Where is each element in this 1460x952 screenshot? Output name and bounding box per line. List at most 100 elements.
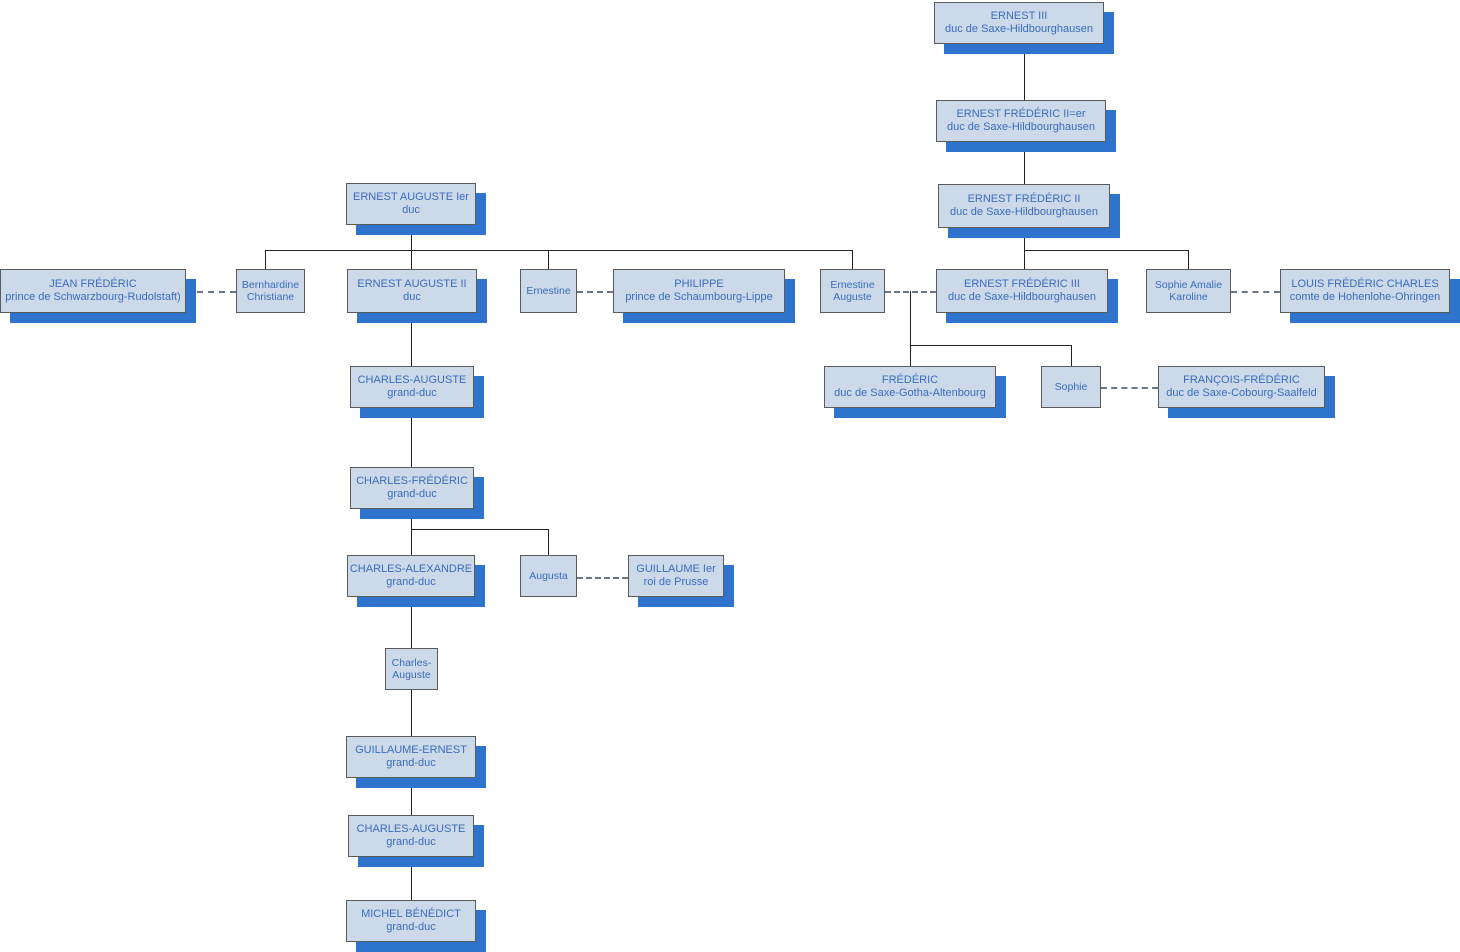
node-sophie[interactable]: Sophie (1041, 366, 1101, 408)
connector-guillaumeernest-to-charlesauguste2 (411, 778, 412, 815)
node-title: FRÉDÉRIC (881, 374, 939, 387)
node-title: ERNEST FRÉDÉRIC II (967, 193, 1081, 206)
node-subtitle: duc de Saxe-Hildbourghausen (945, 23, 1093, 35)
node-title: LOUIS FRÉDÉRIC CHARLES (1291, 278, 1439, 291)
node-subtitle: duc de Saxe-Hildbourghausen (950, 206, 1098, 218)
node-title: ERNEST FRÉDÉRIC II=er (956, 108, 1086, 121)
marriage-ernestineauguste-ef3 (885, 291, 936, 293)
node-subtitle: duc (402, 204, 420, 216)
node-title: PHILIPPE (674, 278, 724, 291)
connector-branch-to-sophieamalie (1188, 250, 1189, 269)
node-title: JEAN FRÉDÉRIC (49, 278, 137, 291)
marriage-sophie-francoisfrederic (1101, 387, 1158, 389)
connector-bar-to-ernestineauguste (852, 250, 853, 269)
node-ernestine[interactable]: Ernestine (520, 269, 577, 313)
node-subtitle: duc de Saxe-Hildbourghausen (947, 121, 1095, 133)
node-title: Sophie (1054, 380, 1088, 393)
node-subtitle: grand-duc (386, 921, 436, 933)
node-subtitle: duc de Saxe-Cobourg-Saalfeld (1166, 387, 1317, 399)
connector-charlesaugustes-to-guillaumeernest (411, 690, 412, 736)
node-subtitle: prince de Schaumbourg-Lippe (625, 291, 773, 303)
marriage-sophieamalie-louisfc (1231, 291, 1280, 293)
node-subtitle: grand-duc (387, 387, 437, 399)
node-title: FRANÇOIS-FRÉDÉRIC (1183, 374, 1300, 387)
marriage-augusta-guillaume1 (577, 577, 628, 579)
node-subtitle: Karoline (1169, 291, 1208, 303)
node-title: Sophie Amalie (1154, 278, 1223, 291)
node-title: Ernestine (830, 278, 875, 291)
connector-ernest3-to-ef2er (1024, 44, 1025, 100)
node-subtitle: grand-duc (386, 836, 436, 848)
node-title: CHARLES-FRÉDÉRIC (356, 475, 468, 488)
connector-charlesauguste1-to-charlesfred (411, 408, 412, 467)
node-charlesaugustes[interactable]: Charles-Auguste (385, 648, 438, 690)
connector-charlesfred-stem (411, 509, 412, 555)
node-title: GUILLAUME-ERNEST (355, 744, 467, 757)
node-subtitle: grand-duc (386, 757, 436, 769)
node-subtitle: grand-duc (387, 488, 437, 500)
marriage-ernestine-philippe (577, 291, 613, 293)
node-title: ERNEST FRÉDÉRIC III (964, 278, 1080, 291)
node-title: GUILLAUME Ier (636, 563, 716, 576)
connector-ef2er-to-ef2 (1024, 142, 1025, 184)
node-title: ERNEST AUGUSTE Ier (353, 191, 469, 204)
node-subtitle: duc (403, 291, 421, 303)
connector-bar-to-ernestine (548, 250, 549, 269)
node-subtitle: comte de Hohenlohe-Ohringen (1289, 291, 1441, 303)
node-title: ERNEST AUGUSTE II (357, 278, 467, 291)
connector-bar-to-augusta (548, 529, 549, 555)
connector-bar-to-bernhardine (265, 250, 266, 269)
connector-charlesauguste2-to-michelbenedict (411, 857, 412, 900)
node-augusta[interactable]: Augusta (520, 555, 577, 597)
node-subtitle: duc de Saxe-Gotha-Altenbourg (834, 387, 986, 399)
node-subtitle: grand-duc (386, 576, 436, 588)
connector-ef2-branch-bar (1024, 250, 1189, 251)
node-title: Augusta (529, 569, 568, 582)
connector-to-frederic (910, 345, 911, 366)
node-subtitle: Auguste (833, 291, 872, 303)
connector-ef3-marriage-stem (910, 291, 911, 345)
node-subtitle: roi de Prusse (643, 576, 709, 588)
connector-ef3-children-bar (910, 345, 1072, 346)
connector-ef2-stem (1024, 228, 1025, 269)
node-subtitle: duc de Saxe-Hildbourghausen (948, 291, 1096, 303)
node-title: ERNEST III (990, 10, 1048, 23)
node-title: Charles- (391, 656, 432, 669)
node-title: CHARLES-ALEXANDRE (349, 563, 473, 576)
connector-ea1-children-bar (265, 250, 853, 251)
node-title: Bernhardine (241, 278, 300, 291)
node-title: CHARLES-AUGUSTE (356, 823, 466, 836)
connector-to-sophie (1071, 345, 1072, 366)
connector-charlesalex-to-charlesaugustes (411, 597, 412, 648)
connector-charlesfred-children-bar (411, 529, 548, 530)
node-subtitle: Auguste (392, 669, 431, 681)
node-title: CHARLES-AUGUSTE (357, 374, 467, 387)
node-subtitle: Christiane (246, 291, 295, 303)
connector-ea2-to-charlesauguste1 (411, 313, 412, 366)
node-subtitle: prince de Schwarzbourg-Rudolstaft) (5, 291, 181, 303)
node-title: MICHEL BÉNÉDICT (361, 908, 461, 921)
marriage-jeanfrederic-bernhardine (186, 291, 236, 293)
